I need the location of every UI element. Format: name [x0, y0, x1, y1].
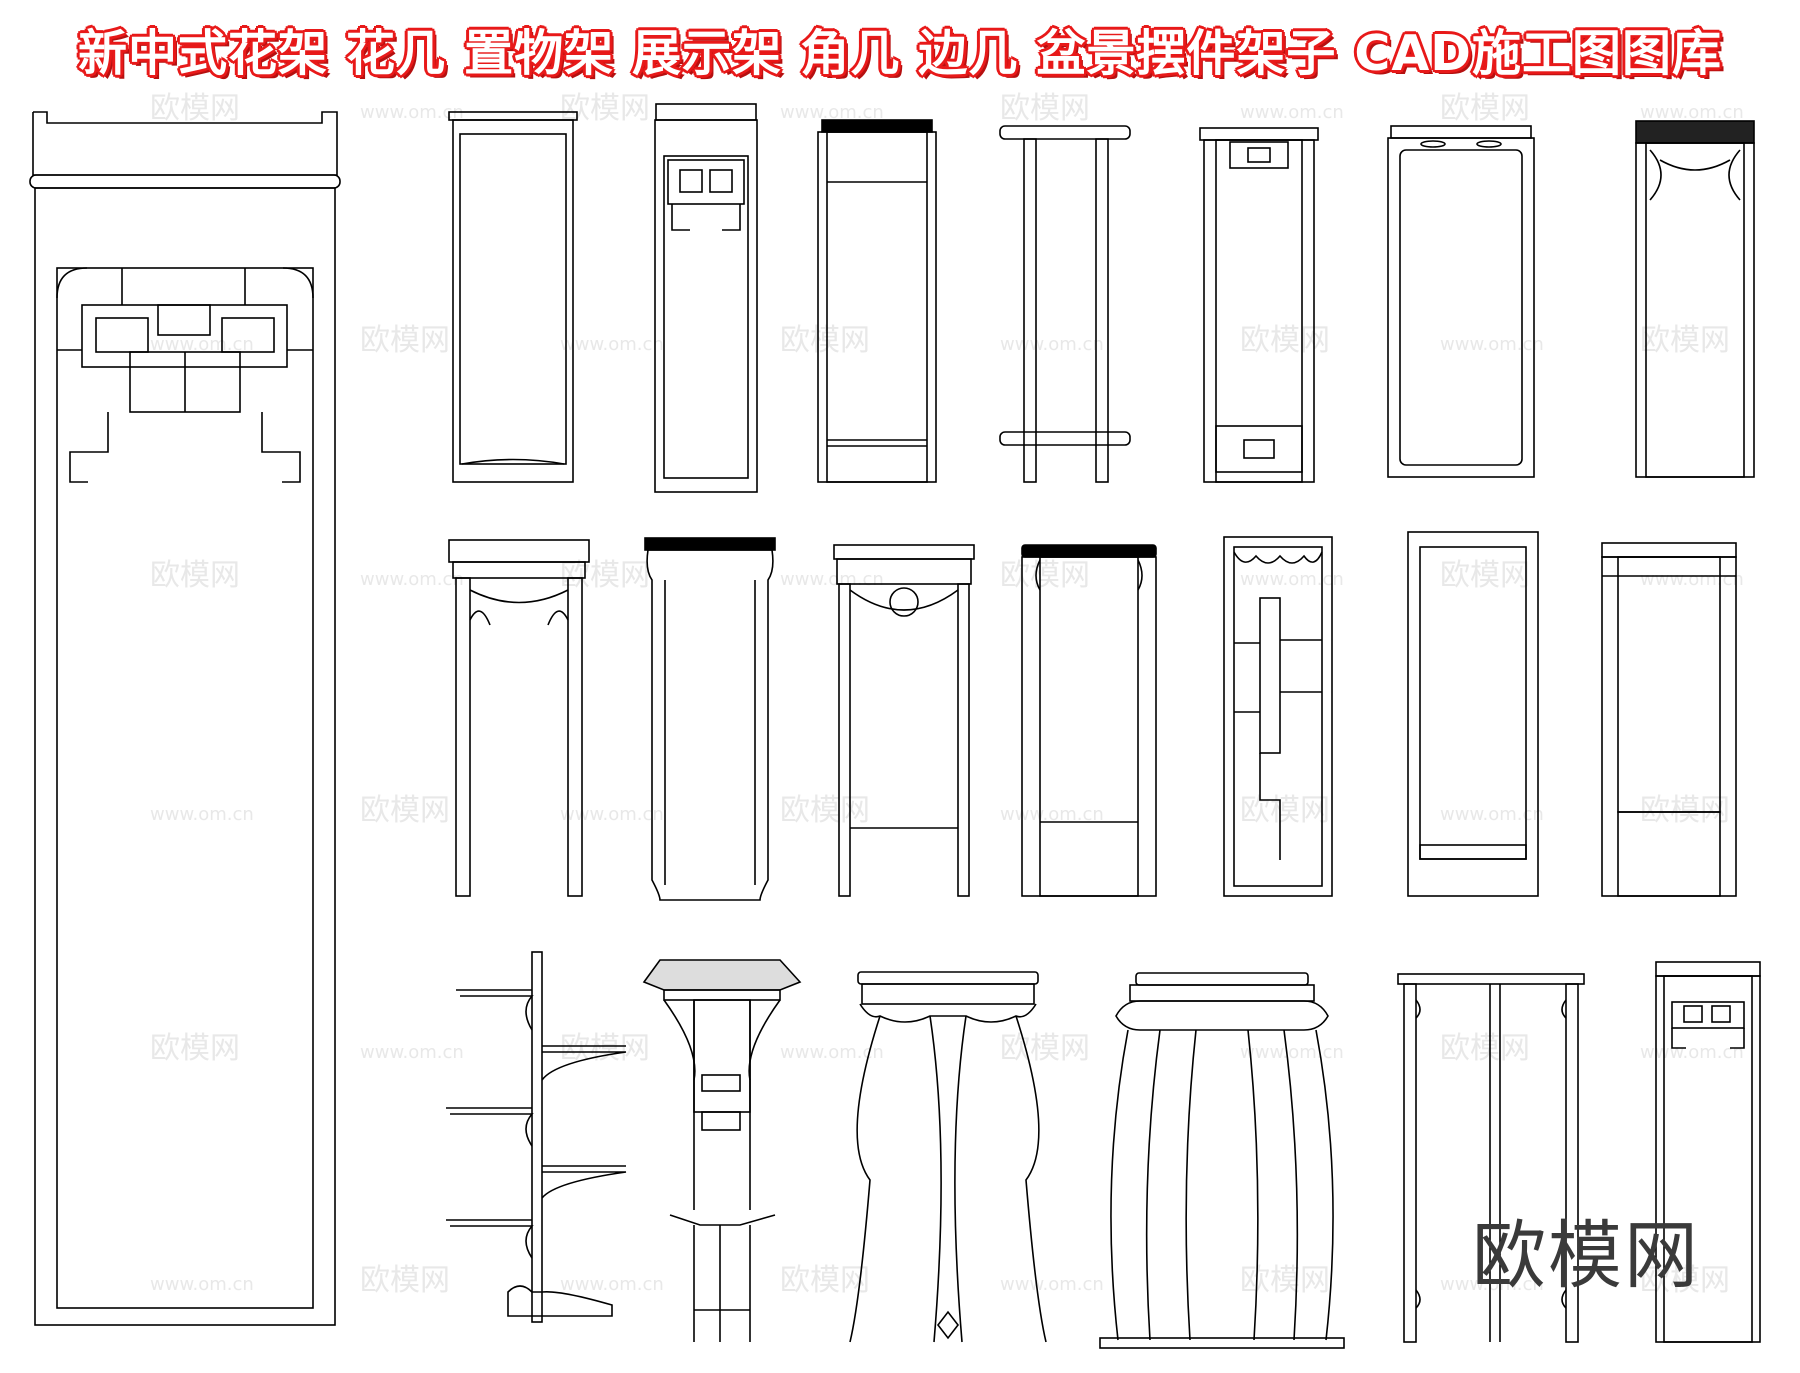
- watermark-url: www.om.cn: [560, 1274, 664, 1295]
- watermark-url: www.om.cn: [1640, 102, 1744, 123]
- watermark-brand: 欧模网: [150, 1031, 240, 1066]
- stand-r1-01: [448, 111, 578, 483]
- watermark-brand: 欧模网: [360, 1263, 450, 1298]
- watermark-url: www.om.cn: [1000, 334, 1104, 355]
- watermark-url: www.om.cn: [1000, 804, 1104, 825]
- watermark-brand: 欧模网: [1640, 793, 1730, 828]
- page-title: 新中式花架 花几 置物架 展示架 角几 边几 盆景摆件架子 CAD施工图图库: [78, 25, 1722, 82]
- fret-pattern-stand: [1655, 961, 1761, 1343]
- carved-tall-stand: [642, 959, 802, 1342]
- watermark-url: www.om.cn: [150, 334, 254, 355]
- watermark-brand: 欧模网: [1440, 1031, 1530, 1066]
- large-flower-stand: [29, 111, 341, 1326]
- stand-r2-07: [1601, 542, 1737, 897]
- watermark-url: www.om.cn: [1640, 1042, 1744, 1063]
- watermark-brand: 欧模网: [150, 91, 240, 126]
- simple-tall-stand: [1397, 973, 1585, 1343]
- watermark-brand: 欧模网: [1000, 1031, 1090, 1066]
- watermark-brand: 欧模网: [360, 323, 450, 358]
- watermark-url: www.om.cn: [360, 569, 464, 590]
- stand-r1-02: [654, 103, 758, 493]
- watermark-url: www.om.cn: [1240, 102, 1344, 123]
- stand-r2-02: [644, 537, 776, 901]
- stand-r1-05: [1199, 127, 1319, 483]
- watermark-brand: 欧模网: [780, 323, 870, 358]
- watermark-brand: 欧模网: [1640, 323, 1730, 358]
- curved-leg-stand: [849, 971, 1047, 1343]
- watermark-url: www.om.cn: [560, 334, 664, 355]
- watermark-brand: 欧模网: [1240, 1263, 1330, 1298]
- watermark-brand: 欧模网: [360, 793, 450, 828]
- watermark-url: www.om.cn: [1440, 334, 1544, 355]
- watermark-brand: 欧模网: [1240, 323, 1330, 358]
- watermark-url: www.om.cn: [560, 804, 664, 825]
- watermark-brand: 欧模网: [150, 558, 240, 593]
- watermark-brand: 欧模网: [1640, 1263, 1730, 1298]
- watermark-brand: 欧模网: [780, 1263, 870, 1298]
- watermark-brand: 欧模网: [1000, 558, 1090, 593]
- stand-r2-03: [833, 544, 975, 897]
- watermark-brand: 欧模网: [560, 1031, 650, 1066]
- brand-logo: 欧模网: [1472, 1213, 1700, 1299]
- watermark-url: www.om.cn: [150, 804, 254, 825]
- watermark-brand: 欧模网: [1440, 91, 1530, 126]
- watermark-url: www.om.cn: [150, 1274, 254, 1295]
- watermark-url: www.om.cn: [1440, 804, 1544, 825]
- drum-stand: [1099, 972, 1345, 1349]
- watermark-url: www.om.cn: [1440, 1274, 1544, 1295]
- watermark-url: www.om.cn: [780, 102, 884, 123]
- stand-r1-03: [817, 119, 937, 483]
- stand-r1-04: [999, 125, 1131, 483]
- watermark-brand: 欧模网: [780, 793, 870, 828]
- tiered-shelf: [446, 951, 627, 1323]
- stand-r1-07: [1635, 120, 1755, 478]
- watermark-url: www.om.cn: [780, 569, 884, 590]
- watermark-brand: 欧模网: [560, 558, 650, 593]
- watermark-url: www.om.cn: [1240, 569, 1344, 590]
- watermark-brand: 欧模网: [1240, 793, 1330, 828]
- stand-r2-04: [1021, 544, 1157, 897]
- watermark-url: www.om.cn: [1240, 1042, 1344, 1063]
- stand-r1-06: [1387, 125, 1535, 478]
- watermark-url: www.om.cn: [360, 1042, 464, 1063]
- stand-r2-05: [1223, 536, 1333, 897]
- watermark-url: www.om.cn: [1640, 569, 1744, 590]
- stand-r2-06: [1407, 531, 1539, 897]
- watermark-url: www.om.cn: [780, 1042, 884, 1063]
- watermark-brand: 欧模网: [1000, 91, 1090, 126]
- watermark-brand: 欧模网: [1440, 558, 1530, 593]
- stand-r2-01: [448, 539, 590, 897]
- watermark-url: www.om.cn: [1000, 1274, 1104, 1295]
- watermark-url: www.om.cn: [360, 102, 464, 123]
